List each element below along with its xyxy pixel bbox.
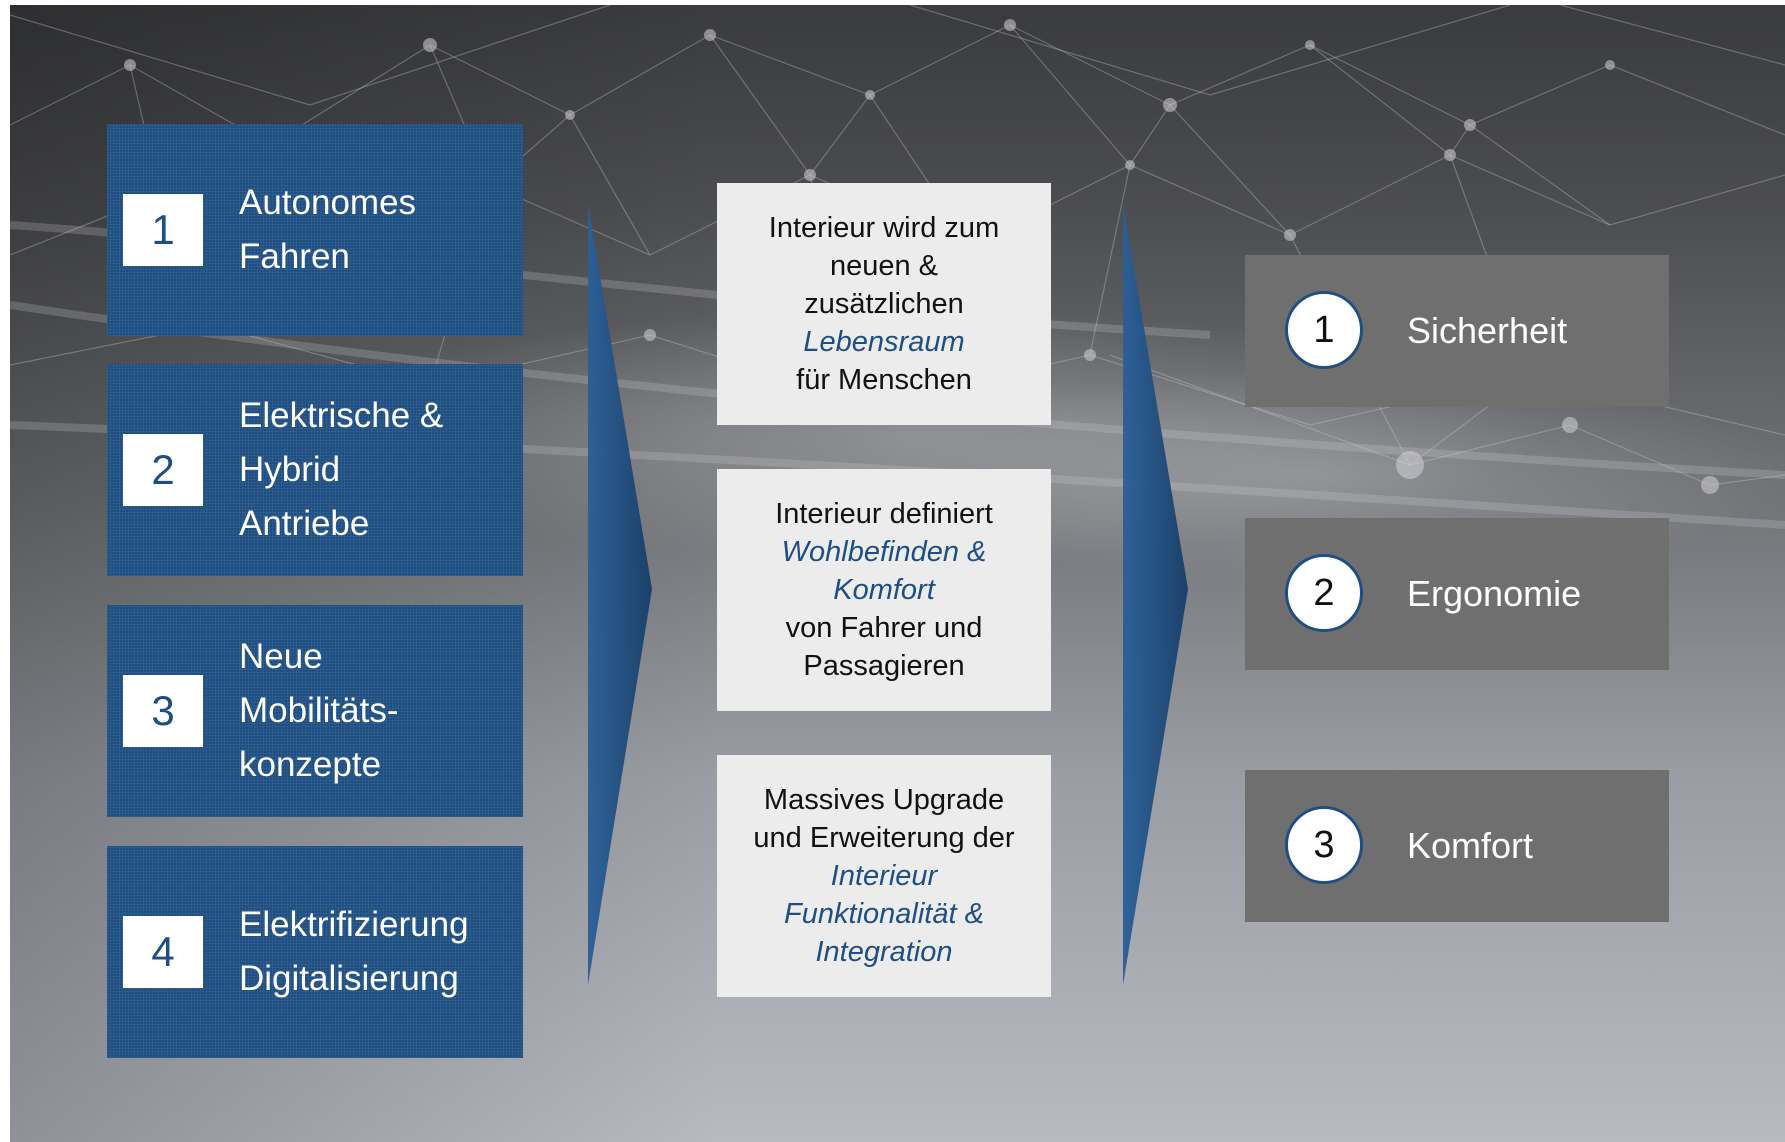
statement-line: Massives Upgrade [763, 784, 1005, 816]
driver-label: Autonomes Fahren [239, 176, 416, 284]
outcome-box-2: 2 Ergonomie [1245, 518, 1669, 670]
statement-box-1: Interieur wird zum neuen & zusätzlichen … [717, 183, 1051, 425]
driver-label-line: Antriebe [239, 504, 370, 543]
statement-emphasis: Komfort [833, 574, 935, 606]
statement-box-3: Massives Upgrade und Erweiterung der Int… [717, 755, 1051, 997]
outcome-box-1: 1 Sicherheit [1245, 255, 1669, 407]
outcome-number-circle: 2 [1285, 554, 1363, 632]
outcome-label: Komfort [1407, 825, 1534, 866]
driver-label-line: Fahren [239, 237, 350, 276]
statement-line: Passagieren [803, 650, 965, 682]
statement-line: zusätzlichen [804, 288, 964, 320]
statement-emphasis: Lebensraum [803, 326, 965, 358]
driver-label-line: Elektrifizierung [239, 905, 469, 944]
driver-label-line: konzepte [239, 745, 382, 784]
driver-label: Elektrische & Hybrid Antriebe [239, 389, 443, 551]
statement-emphasis: Interieur [830, 860, 938, 892]
outcome-label: Ergonomie [1407, 573, 1582, 614]
statement-line: neuen & [829, 250, 939, 282]
driver-number-badge: 4 [123, 916, 203, 988]
driver-number-badge: 3 [123, 675, 203, 747]
statement-line: von Fahrer und [785, 612, 983, 644]
driver-label-line: Autonomes [239, 183, 417, 222]
driver-label-line: Mobilitäts- [239, 691, 399, 730]
outcome-number-circle: 3 [1285, 806, 1363, 884]
driver-box-2: 2 Elektrische & Hybrid Antriebe [107, 364, 523, 576]
driver-box-3: 3 Neue Mobilitäts- konzepte [107, 605, 523, 817]
driver-label-line: Digitalisierung [239, 959, 459, 998]
driver-box-4: 4 Elektrifizierung Digitalisierung [107, 846, 523, 1058]
driver-label-line: Elektrische & [239, 396, 444, 435]
statement-line: für Menschen [796, 364, 972, 396]
driver-box-1: 1 Autonomes Fahren [107, 124, 523, 336]
arrow-left-chevron [588, 203, 652, 985]
arrow-right-chevron [1123, 203, 1188, 985]
statement-line: Interieur definiert [775, 498, 993, 530]
slide: 1 Autonomes Fahren 2 Elektrische & Hybri… [10, 5, 1785, 1142]
statement-line: Interieur wird zum [768, 212, 1000, 244]
statement-emphasis: Integration [815, 936, 953, 968]
statement-emphasis: Wohlbefinden & [781, 536, 987, 568]
outcome-number-circle: 1 [1285, 291, 1363, 369]
driver-number-badge: 1 [123, 194, 203, 266]
outcome-label: Sicherheit [1407, 310, 1568, 351]
statement-line: und Erweiterung der [753, 822, 1015, 854]
driver-label-line: Hybrid [239, 450, 341, 489]
driver-label-line: Neue [239, 637, 323, 676]
driver-number-badge: 2 [123, 434, 203, 506]
driver-label: Neue Mobilitäts- konzepte [239, 630, 398, 792]
outcome-box-3: 3 Komfort [1245, 770, 1669, 922]
flow-arrows [588, 203, 1188, 985]
statement-box-2: Interieur definiert Wohlbefinden & Komfo… [717, 469, 1051, 711]
statement-emphasis: Funktionalität & [784, 898, 984, 930]
driver-label: Elektrifizierung Digitalisierung [239, 898, 469, 1006]
